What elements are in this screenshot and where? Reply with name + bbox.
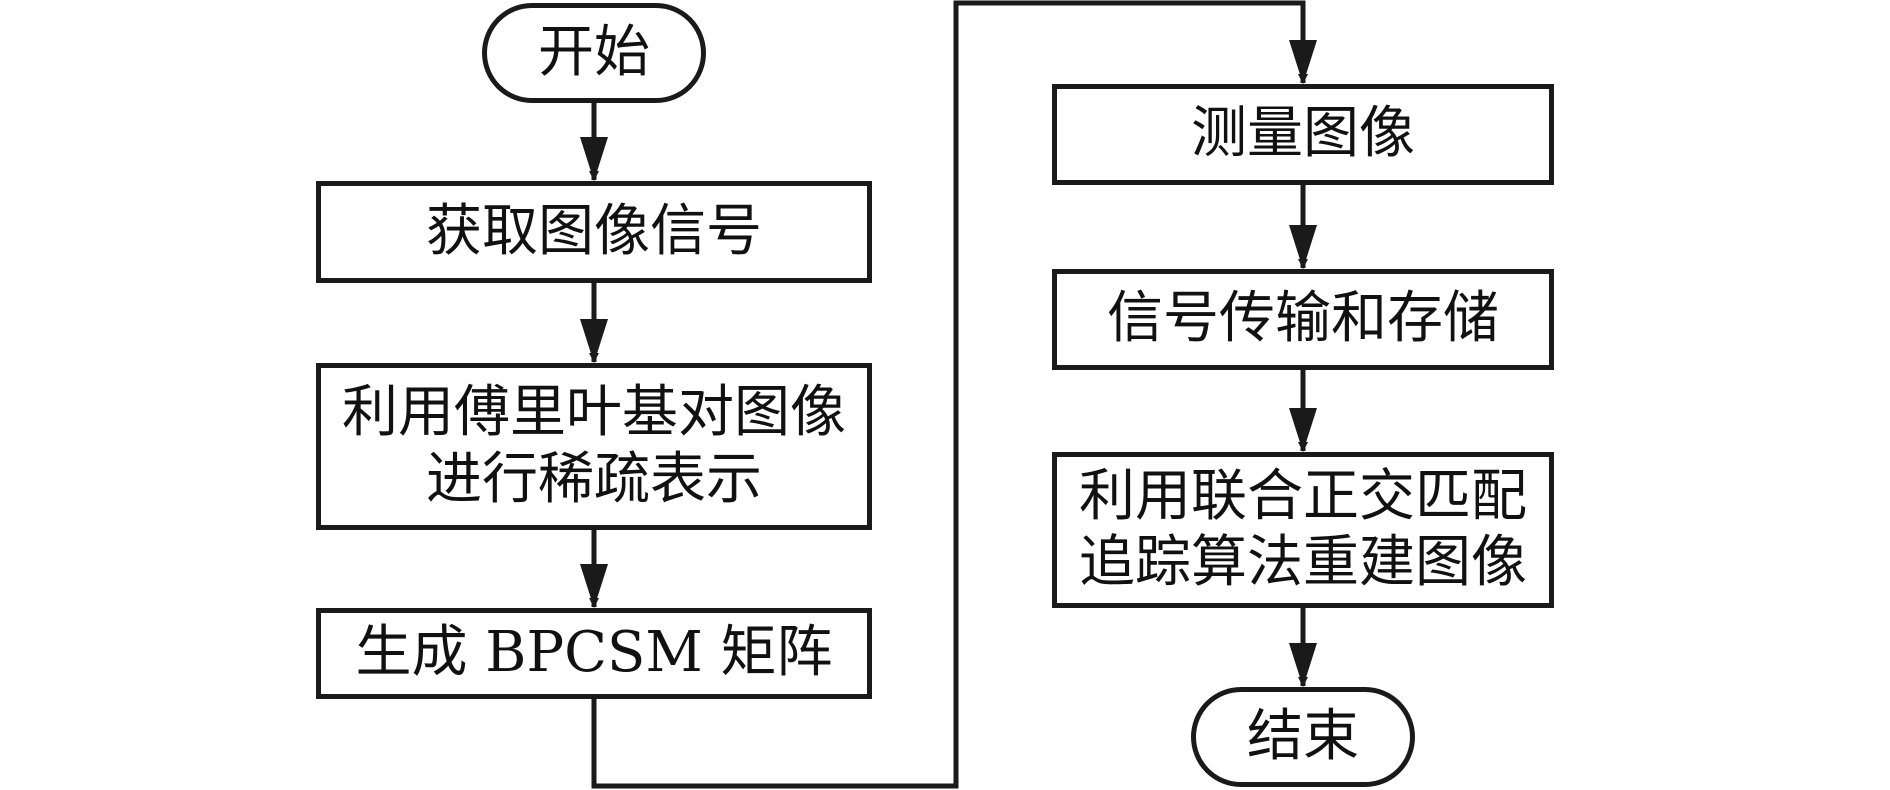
node-sparse-representation: 利用傅里叶基对图像 进行稀疏表示 <box>316 363 872 530</box>
node-measure-image: 测量图像 <box>1052 84 1554 185</box>
node-reconstruct-line-1: 利用联合正交匹配 <box>1079 463 1527 529</box>
arrowhead-end <box>1289 643 1317 687</box>
arrowhead-sparse <box>580 319 608 363</box>
connector-matrix-to-measure <box>591 0 1308 789</box>
node-end-line-1: 结束 <box>1247 703 1359 769</box>
node-sparse-line-1: 利用傅里叶基对图像 <box>342 380 846 446</box>
node-start: 开始 <box>482 3 706 103</box>
arrowhead-reconstruct <box>1289 408 1317 452</box>
arrowhead-transmit <box>1289 225 1317 269</box>
node-reconstruct-image: 利用联合正交匹配 追踪算法重建图像 <box>1052 452 1554 608</box>
node-acquire-line-1: 获取图像信号 <box>426 198 762 264</box>
arrowhead-acquire <box>580 137 608 181</box>
node-transmit-line-1: 信号传输和存储 <box>1107 286 1499 352</box>
arrowhead-measure <box>1289 40 1317 84</box>
node-reconstruct-line-2: 追踪算法重建图像 <box>1079 530 1527 595</box>
node-start-line-1: 开始 <box>538 19 650 85</box>
node-sparse-line-2: 进行稀疏表示 <box>426 446 762 512</box>
node-acquire-image-signal: 获取图像信号 <box>316 181 872 283</box>
arrowhead-matrix <box>580 564 608 608</box>
node-end: 结束 <box>1191 687 1415 787</box>
node-signal-transmit-store: 信号传输和存储 <box>1052 269 1554 370</box>
node-matrix-line-1: 生成 BPCSM 矩阵 <box>355 620 833 686</box>
node-generate-matrix: 生成 BPCSM 矩阵 <box>316 608 872 699</box>
node-measure-line-1: 测量图像 <box>1191 101 1415 167</box>
